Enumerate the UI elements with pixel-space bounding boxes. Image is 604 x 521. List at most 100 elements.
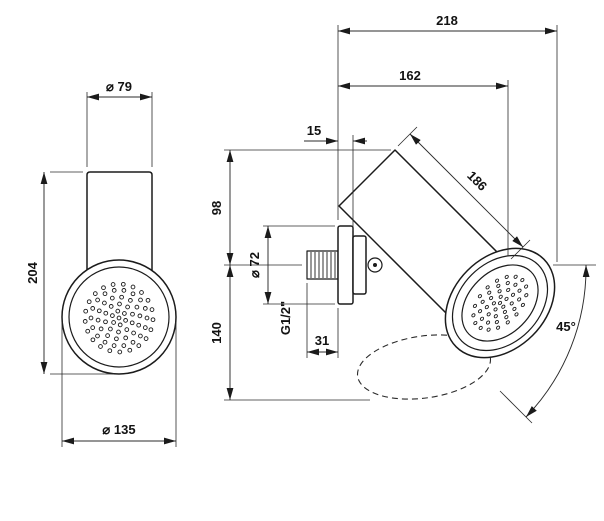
nozzle-dot	[116, 315, 122, 321]
side-wall-plate	[337, 225, 354, 305]
dim-label-204: 204	[25, 261, 40, 283]
nozzle-dot	[130, 311, 135, 317]
nozzle-dot	[143, 336, 149, 341]
nozzle-dot	[105, 333, 110, 338]
dimension-line-186	[409, 133, 524, 248]
nozzle-dot	[110, 282, 116, 287]
nozzle-dot	[144, 315, 150, 321]
nozzle-dot	[478, 325, 483, 331]
nozzle-dot	[479, 316, 485, 321]
nozzle-dot	[505, 280, 510, 286]
nozzle-dot	[102, 339, 108, 345]
nozzle-dot	[138, 333, 143, 339]
dim-label-dia79: ⌀ 79	[106, 79, 132, 94]
nozzle-dot	[494, 320, 499, 325]
nozzle-dot	[506, 287, 511, 293]
nozzle-dot	[480, 299, 485, 304]
nozzle-dot	[108, 326, 113, 332]
nozzle-dot	[129, 320, 135, 326]
nozzle-dot	[504, 296, 509, 301]
nozzle-dot	[477, 294, 482, 299]
nozzle-dot	[131, 330, 136, 336]
nozzle-dot	[111, 288, 117, 293]
nozzle-dot	[119, 294, 124, 300]
dim-label-31: 31	[315, 333, 329, 348]
nozzle-dot	[83, 308, 89, 314]
nozzle-dot	[517, 288, 522, 293]
dim-label-140: 140	[209, 322, 224, 344]
front-view	[61, 171, 177, 375]
nozzle-dot	[122, 311, 127, 316]
nozzle-dot	[142, 306, 148, 311]
pivot-screw-center	[373, 263, 377, 267]
nozzle-dot	[149, 307, 155, 312]
front-head-rim-circle	[68, 266, 170, 368]
nozzle-dot	[125, 304, 130, 310]
nozzle-dot	[496, 325, 501, 330]
nozzle-dot	[504, 315, 509, 320]
side-inlet-nipple	[306, 250, 339, 280]
nozzle-dot	[505, 320, 510, 325]
nozzle-dot	[138, 297, 143, 303]
label-thread-g12: G1/2"	[278, 301, 293, 335]
angle-arc-45	[525, 264, 590, 418]
nozzle-dot	[496, 283, 501, 288]
side-view	[306, 149, 556, 400]
nozzle-dot	[90, 306, 96, 311]
dim-label-162: 162	[399, 68, 421, 83]
nozzle-dot	[498, 294, 503, 299]
nozzle-dot	[96, 308, 102, 314]
nozzle-dot	[489, 295, 494, 301]
nozzle-dot	[101, 285, 106, 291]
nozzle-dot	[107, 348, 113, 354]
nozzle-dot	[517, 297, 522, 302]
nozzle-dot	[111, 343, 117, 348]
nozzle-dot	[486, 312, 491, 317]
nozzle-dot	[130, 291, 136, 297]
nozzle-dot	[95, 297, 100, 303]
nozzle-dot	[103, 310, 109, 316]
dim-label-98: 98	[209, 201, 224, 215]
dim-label-dia72: ⌀ 72	[247, 252, 262, 278]
nozzle-dot	[86, 299, 92, 305]
nozzle-dot	[520, 278, 525, 283]
dim-label-45deg: 45°	[556, 319, 576, 334]
nozzle-dot	[510, 292, 516, 297]
nozzle-dot	[123, 318, 128, 323]
nozzle-dot	[134, 304, 140, 310]
nozzle-dot	[145, 297, 151, 303]
nozzle-dot	[123, 335, 129, 341]
nozzle-dot	[115, 308, 121, 314]
nozzle-dot	[121, 343, 127, 348]
nozzle-dot	[497, 289, 502, 294]
dim-label-186: 186	[464, 168, 490, 194]
nozzle-dot	[102, 300, 107, 306]
nozzle-dot	[485, 320, 491, 325]
nozzle-dot	[485, 285, 490, 290]
nozzle-dot	[114, 336, 119, 342]
nozzle-dot	[142, 325, 148, 330]
side-spray-nozzles	[471, 274, 529, 332]
nozzle-dot	[95, 317, 101, 323]
nozzle-dot	[111, 320, 116, 325]
front-body-cylinder	[86, 171, 153, 272]
nozzle-dot	[98, 344, 103, 349]
nozzle-dot	[512, 306, 517, 312]
nozzle-dot	[121, 288, 127, 293]
nozzle-dot	[520, 302, 525, 308]
nozzle-dot	[98, 326, 104, 332]
nozzle-dot	[102, 291, 108, 297]
nozzle-dot	[150, 317, 156, 323]
nozzle-dot	[103, 319, 108, 325]
front-dimensions: ⌀ 79 204 ⌀ 135	[25, 79, 177, 447]
nozzle-dot	[95, 333, 100, 339]
nozzle-dot	[136, 322, 142, 328]
nozzle-dot	[477, 309, 483, 314]
nozzle-dot	[473, 320, 478, 326]
nozzle-dot	[487, 290, 492, 295]
nozzle-dot	[504, 274, 509, 279]
nozzle-dot	[109, 295, 115, 301]
dim-label-218: 218	[436, 13, 458, 28]
